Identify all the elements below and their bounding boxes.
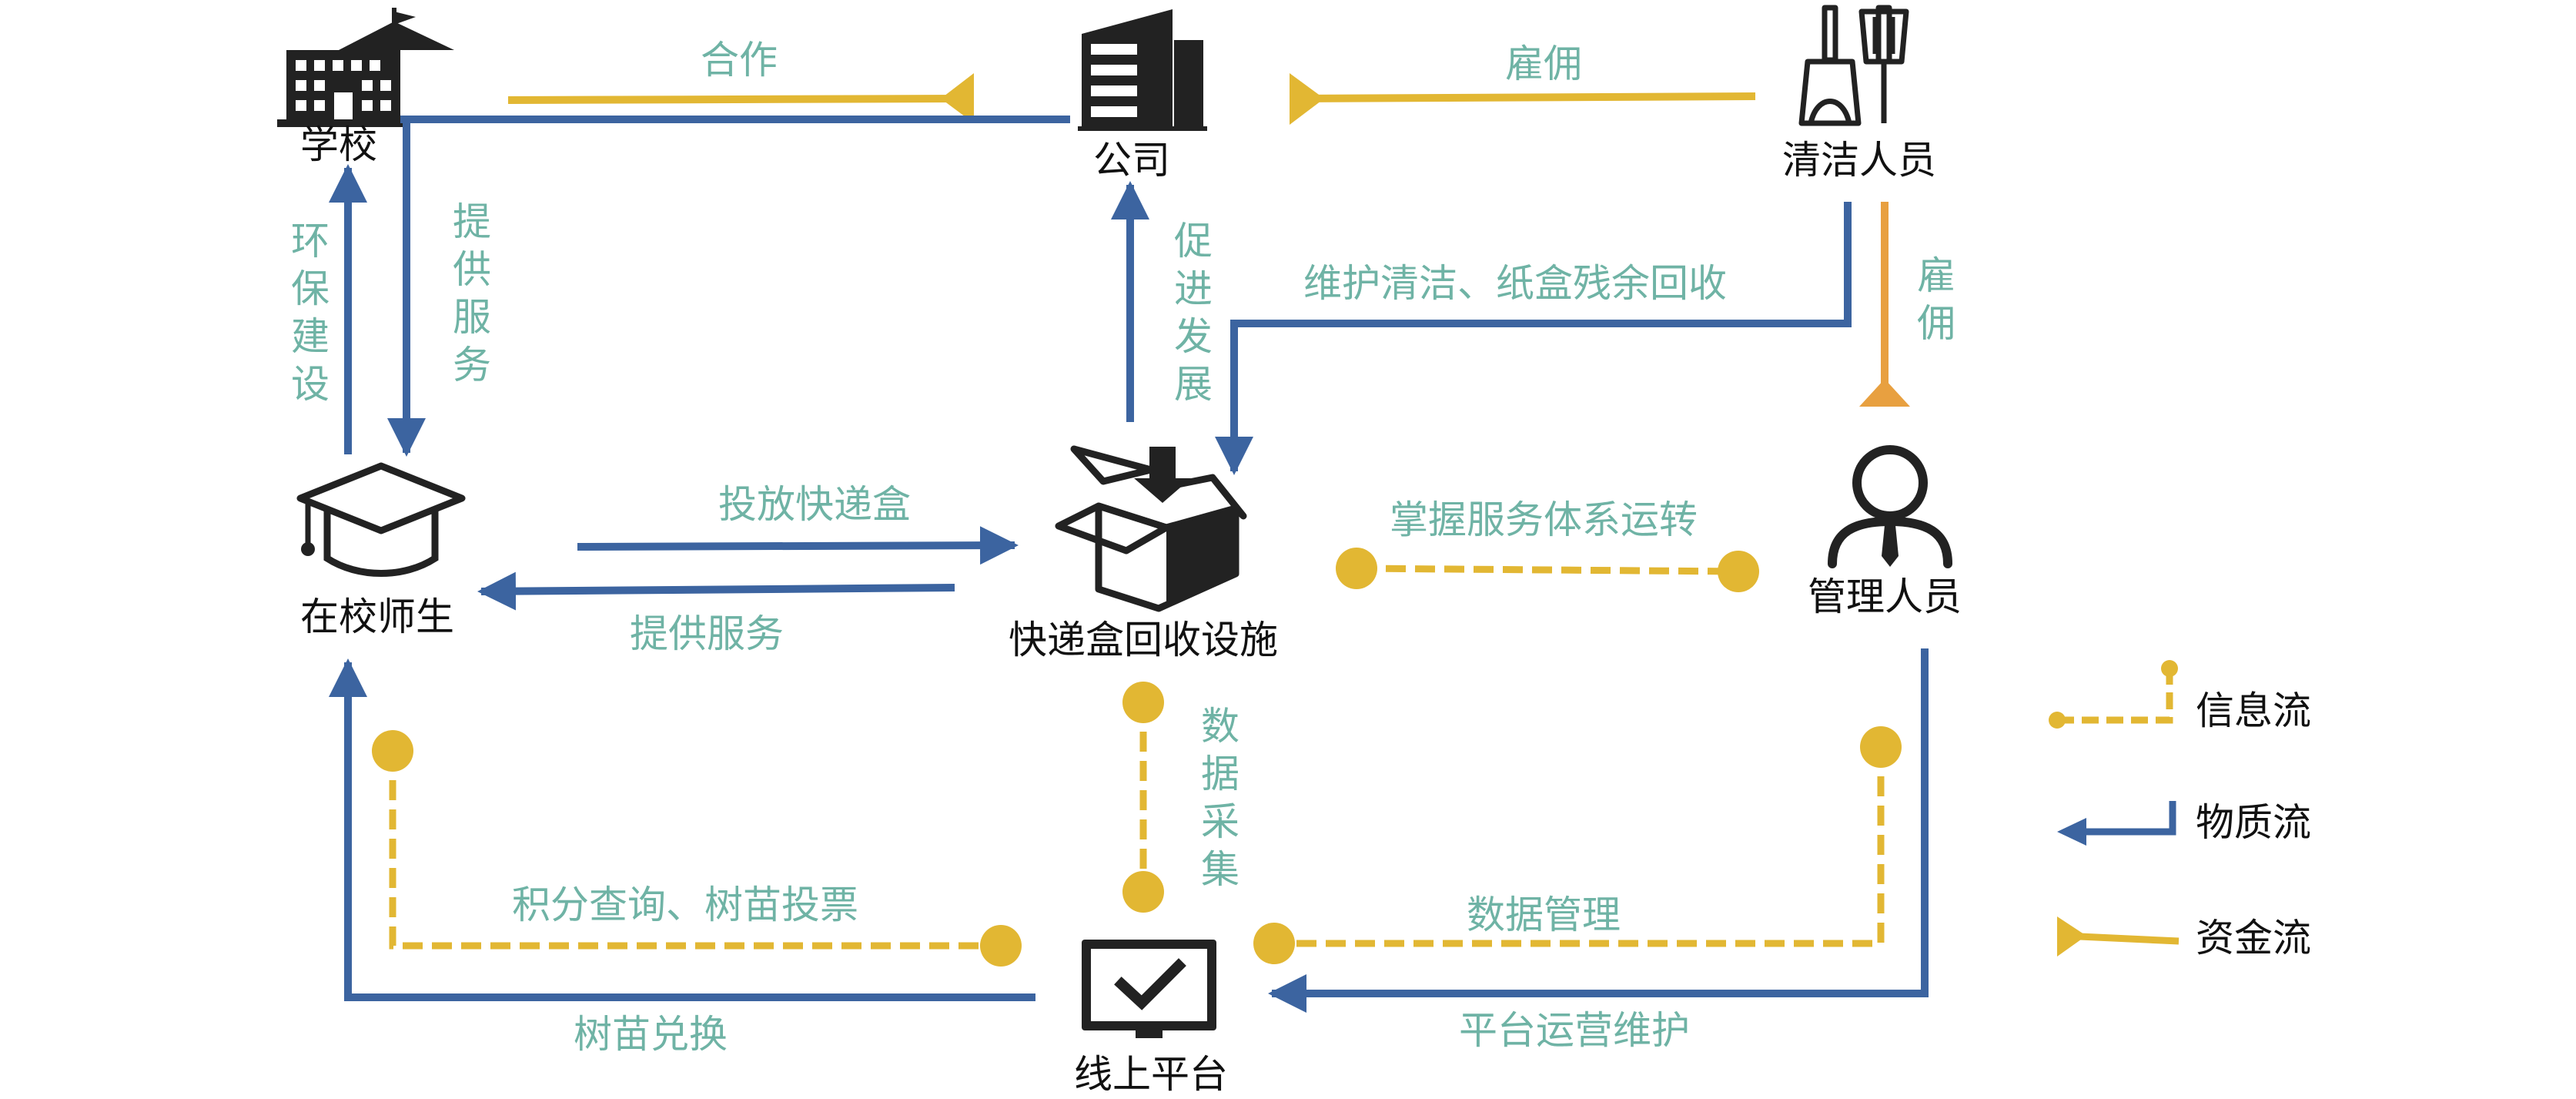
company-label: 公司 [1093, 138, 1170, 183]
platform-ops-label: 平台运营维护 [1459, 1008, 1690, 1053]
box-drop-icon [1055, 445, 1247, 612]
sapling-exchange-label: 树苗兑换 [574, 1012, 728, 1057]
dustpan-broom-icon [1798, 5, 1909, 126]
cooperate-money-edge [507, 73, 974, 123]
provide-service-vertical-label: 提供服务 [453, 199, 491, 387]
data-collect-label: 数据采集 [1201, 704, 1239, 892]
hire-top-label: 雇佣 [1505, 42, 1582, 86]
manager-person-icon [1828, 445, 1952, 568]
deliver-box-edge [577, 526, 1019, 565]
legend-info-symbol [2049, 660, 2178, 729]
legend-money-label: 资金流 [2196, 916, 2311, 960]
hire-side-money-edge [1859, 202, 1910, 407]
deliver-box-label: 投放快递盒 [718, 482, 911, 527]
points-query-info-edge [372, 730, 1022, 967]
master-system-info-edge [1336, 548, 1759, 592]
maintain-clean-edge [1215, 202, 1852, 475]
cleaner-label: 清洁人员 [1782, 138, 1936, 183]
master-system-label: 掌握服务体系运转 [1390, 498, 1698, 542]
facility-label: 快递盒回收设施 [1009, 618, 1278, 662]
students-label: 在校师生 [300, 595, 454, 639]
legend-money-symbol [2057, 916, 2180, 957]
cooperate-label: 合作 [701, 38, 778, 82]
hire-top-money-edge [1290, 73, 1756, 125]
school-label: 学校 [300, 122, 377, 167]
hire-side-label: 雇佣 [1917, 253, 1955, 346]
legend: 信息流 物质流 资金流 [2049, 660, 2311, 960]
platform-ops-edge [1268, 648, 1929, 1013]
legend-info-label: 信息流 [2196, 689, 2311, 733]
legend-material-label: 物质流 [2196, 800, 2311, 845]
monitor-check-icon [1082, 940, 1216, 1038]
data-manage-label: 数据管理 [1467, 893, 1621, 937]
env-build-label: 环保建设 [291, 219, 330, 407]
school-building-icon [277, 8, 454, 127]
graduation-cap-icon [296, 462, 466, 577]
sapling-exchange-edge [329, 658, 1035, 1001]
maintain-clean-label: 维护清洁、纸盒残余回收 [1303, 261, 1727, 306]
promote-dev-label: 促进发展 [1174, 219, 1213, 407]
provide-service-label: 提供服务 [630, 611, 784, 656]
points-query-label: 积分查询、树苗投票 [512, 883, 858, 927]
data-collect-info-edge [1122, 682, 1164, 913]
office-building-icon [1078, 9, 1207, 131]
provide-service-edge [477, 571, 955, 611]
manager-label: 管理人员 [1808, 575, 1962, 619]
platform-label: 线上平台 [1074, 1052, 1228, 1097]
legend-material-symbol [2057, 801, 2176, 846]
data-manage-info-edge [1253, 726, 1902, 964]
